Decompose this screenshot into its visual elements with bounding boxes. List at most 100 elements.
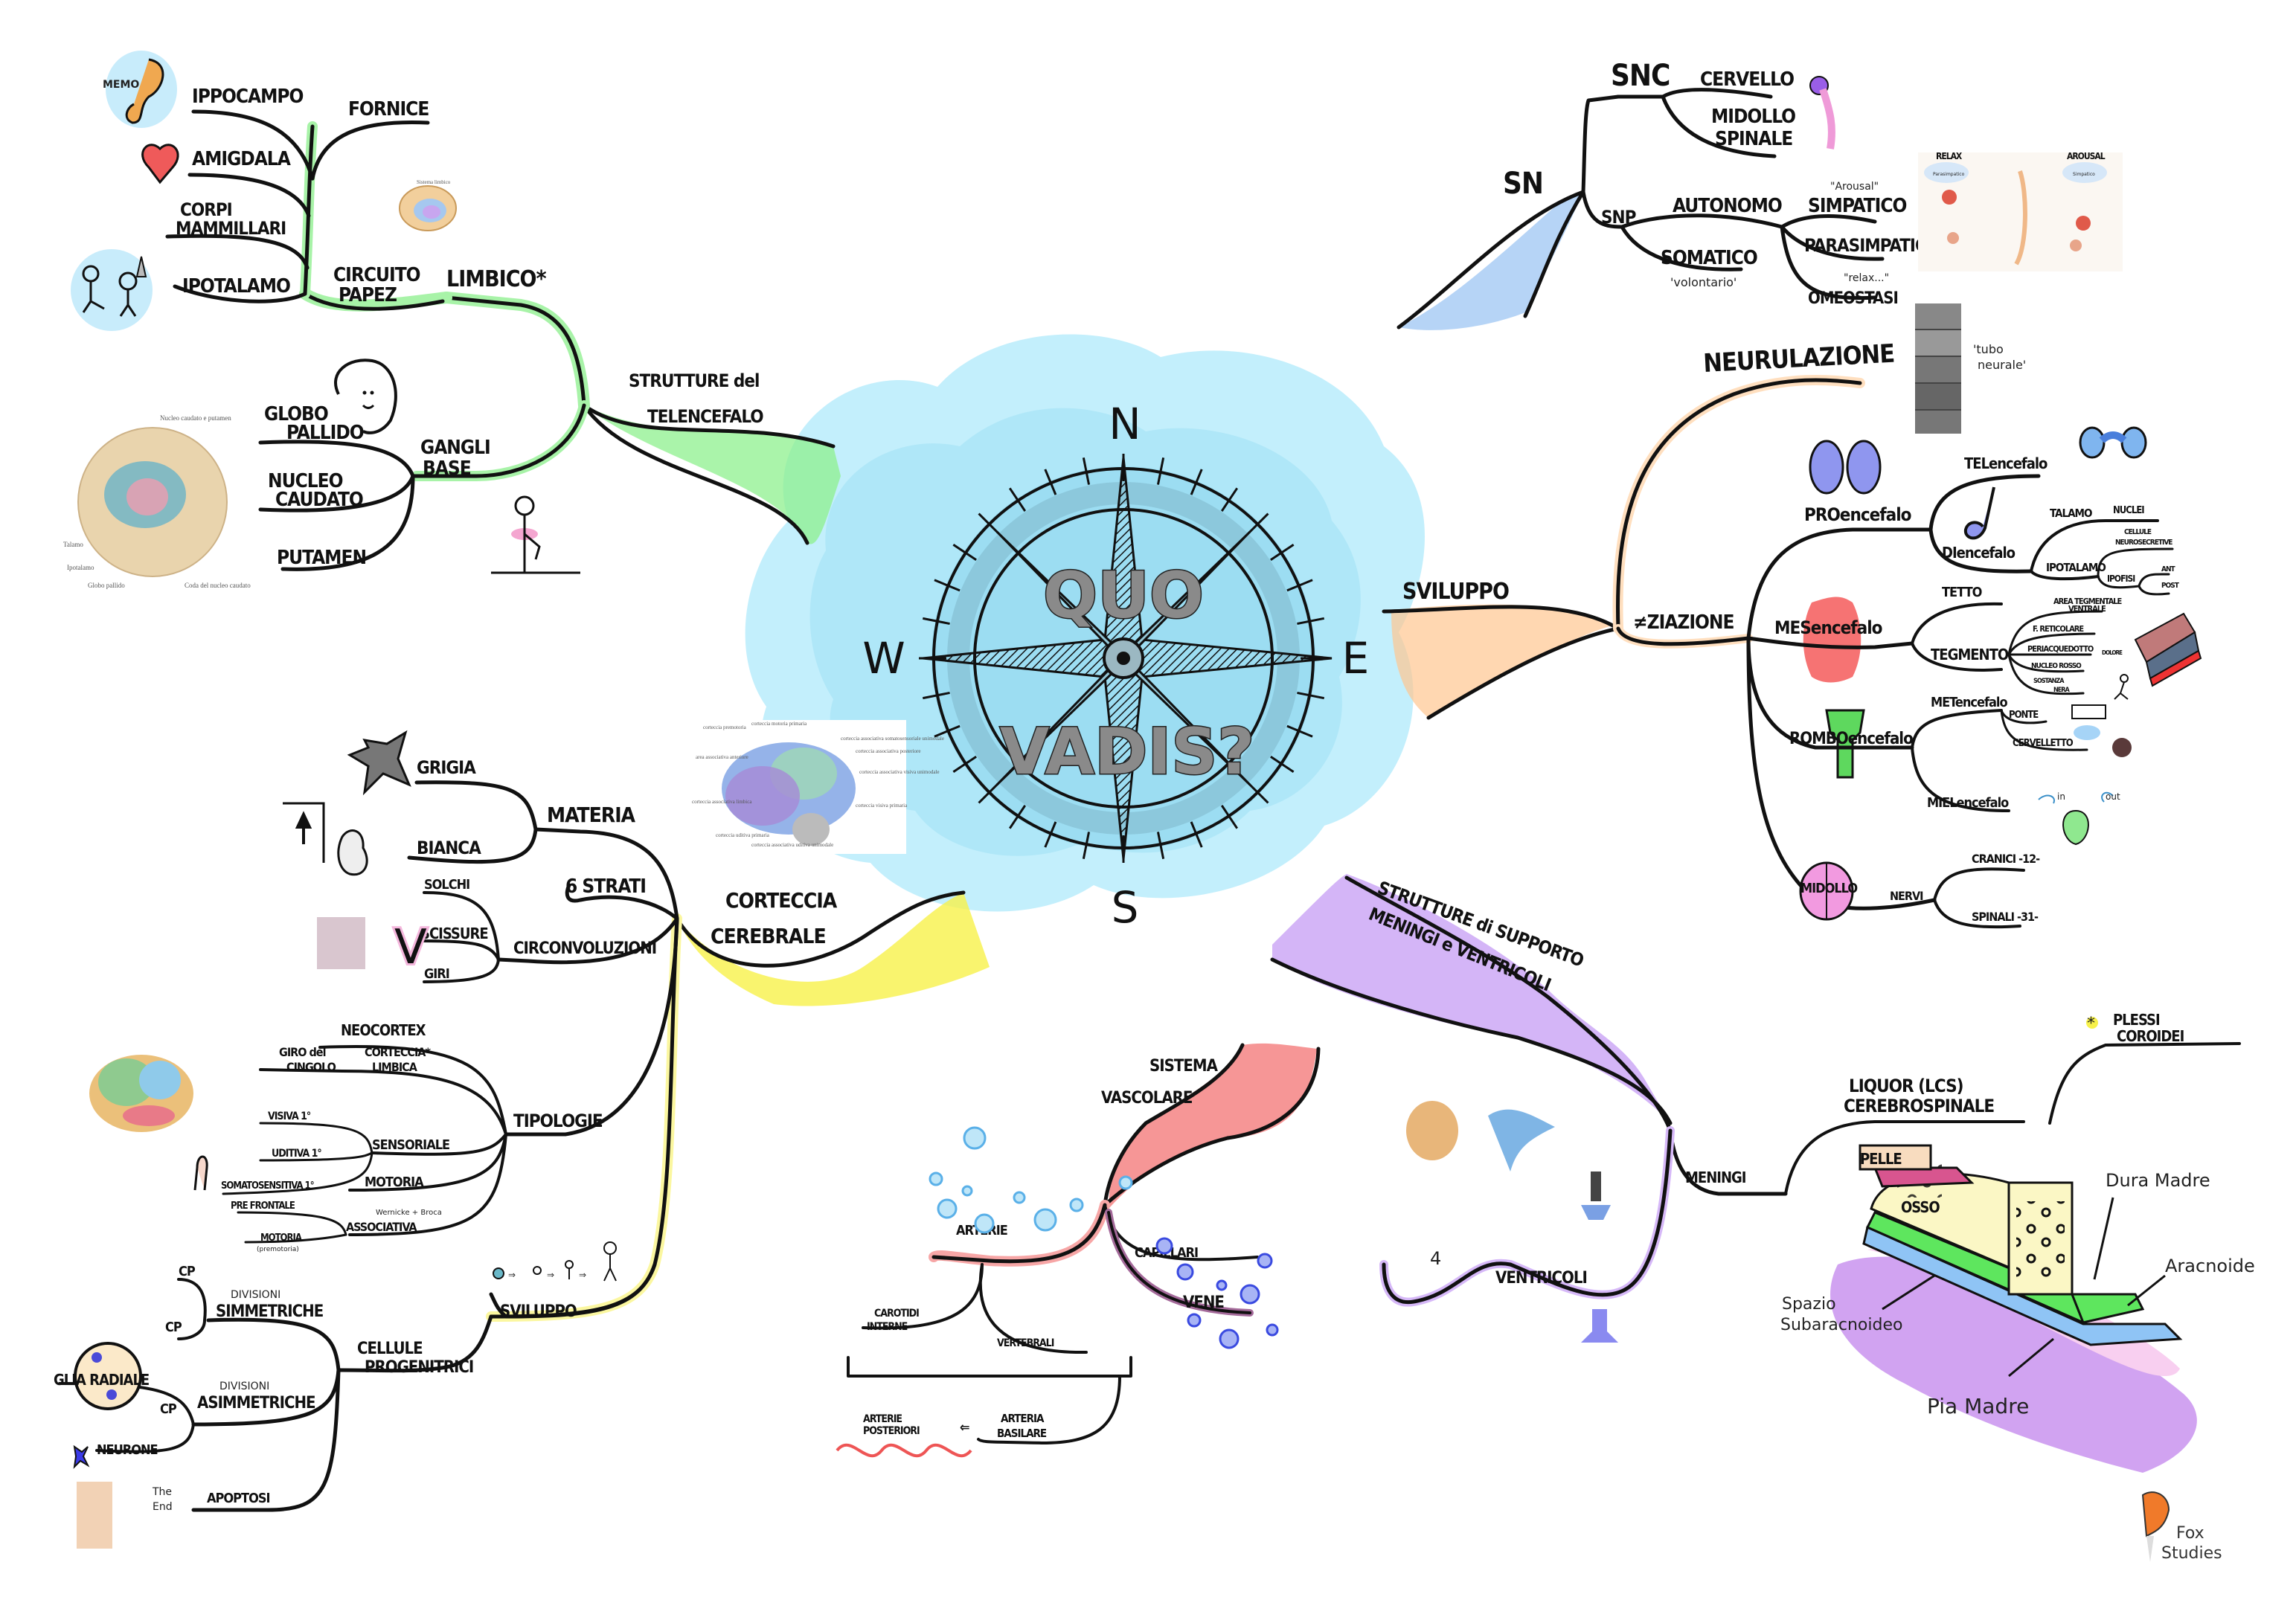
cortex-label-4: corteccia associativa posteriore — [856, 748, 920, 754]
label-pre-frontale: PRE FRONTALE — [231, 1201, 295, 1212]
compass-tick — [1270, 755, 1295, 774]
label-parasimpatico: PARASIMPATICO — [1804, 235, 1940, 256]
label-basilare: BASILARE — [997, 1427, 1047, 1440]
label-post: POST — [2161, 582, 2180, 590]
label-6-strati: 6 STRATI — [565, 875, 646, 898]
compass-ticks — [919, 454, 1328, 863]
compass-rose: QUO VADIS? N S E W — [862, 399, 1369, 933]
compass-west: W — [862, 633, 905, 684]
compass-tick — [1270, 543, 1295, 562]
helix-icon — [836, 1443, 972, 1458]
bubble — [1176, 1263, 1194, 1281]
label-neurale: neurale' — [1978, 358, 2026, 372]
label-vene: VENE — [1183, 1293, 1224, 1312]
label-arteria: ARTERIA — [1001, 1412, 1045, 1425]
label-liquor: LIQUOR (LCS) — [1849, 1076, 1963, 1096]
label-neocortex: NEOCORTEX — [341, 1021, 426, 1039]
label-neurulazione: NEURULAZIONE — [1702, 339, 1895, 379]
label-arterie-post-1: ARTERIE — [863, 1413, 902, 1425]
compass-tick — [922, 617, 950, 626]
label-ponte: PONTE — [2009, 710, 2039, 721]
label-diencefalo: DIencefalo — [1942, 544, 2016, 562]
neuron-icon — [73, 1444, 90, 1469]
label-bianca: BIANCA — [417, 838, 481, 858]
brand-line-1: Fox — [2176, 1524, 2204, 1543]
label-vascolare: VASCOLARE — [1101, 1089, 1193, 1108]
branch-sviluppo: SVILUPPO NEURULAZIONE 'tubo neurale' ≠ZI… — [1382, 303, 2202, 929]
bubble — [1219, 1328, 1240, 1349]
label-subaracnoideo: Subaracnoideo — [1780, 1316, 1902, 1334]
finger-icon — [193, 1155, 208, 1191]
branch-meningi: STRUTTURE di SUPPORTO MENINGI e VENTRICO… — [1270, 874, 2255, 1473]
label-omeostasi: OMEOSTASI — [1808, 289, 1898, 308]
label-pelle: PELLE — [1860, 1150, 1902, 1168]
label-metencefalo: METencefalo — [1931, 695, 2007, 710]
label-papez: PAPEZ — [339, 284, 397, 306]
label-spazio: Spazio — [1782, 1295, 1836, 1314]
proencephalon-icon — [1809, 440, 1882, 495]
meninges-layers-illustration — [1830, 1144, 2197, 1473]
brand-line-2: Studies — [2161, 1544, 2222, 1563]
label-limbico: LIMBICO* — [446, 266, 546, 292]
heart-icon — [141, 144, 179, 184]
mesencephalon-icon — [1803, 597, 1862, 683]
label-associativa: ASSOCIATIVA — [346, 1220, 417, 1234]
cortex-label-6: corteccia associativa visiva unimodale — [859, 769, 940, 775]
compass-tick — [1008, 487, 1027, 512]
label-ipotalamo-sub: IPOTALAMO — [2046, 561, 2106, 574]
label-out: out — [2106, 791, 2120, 802]
label-caudato: CAUDATO — [275, 489, 363, 511]
label-area-tegmentale: AREA TEGMENTALE — [2053, 597, 2123, 606]
compass-tick — [1286, 579, 1313, 592]
label-asimmetriche: ASIMMETRICHE — [197, 1394, 315, 1413]
label-mammillari: MAMMILLARI — [176, 218, 286, 239]
bubble — [1216, 1279, 1228, 1291]
compass-tick — [1220, 487, 1239, 512]
label-snc: SNC — [1611, 59, 1670, 93]
label-corteccia-limbica-2: LIMBICA — [372, 1060, 418, 1074]
basal-label-1: Nucleo caudato e putamen — [160, 414, 231, 422]
title-vadis: VADIS? — [1000, 715, 1255, 789]
grey-neuron-icon — [347, 730, 411, 796]
label-pia-madre: Pia Madre — [1927, 1394, 2029, 1418]
label-tipologie: TIPOLOGIE — [513, 1111, 603, 1131]
cerebellum-icon — [2112, 738, 2132, 757]
label-end: End — [153, 1501, 173, 1513]
label-cingolo: CINGOLO — [286, 1060, 336, 1074]
brain-lobes-image — [89, 1055, 193, 1132]
title-quo: QUO — [1043, 559, 1204, 633]
label-cp-2: CP — [165, 1320, 182, 1335]
bubble — [929, 1172, 943, 1186]
bridge-icon — [2071, 704, 2106, 719]
pain-bed-of-nails-icon — [2134, 612, 2202, 687]
label-sviluppo-branch: SVILUPPO — [1402, 579, 1509, 605]
compass-tick — [1248, 782, 1269, 804]
label-amigdala: AMIGDALA — [192, 148, 291, 170]
compass-tick — [1190, 821, 1203, 848]
cortex-label-9: corteccia uditiva primaria — [716, 832, 770, 838]
label-tegmento: TEGMENTO — [1931, 646, 2009, 663]
rhombencephalon-icon — [1825, 709, 1865, 779]
label-putamen: PUTAMEN — [277, 547, 366, 569]
branch-corteccia: CORTECCIA CEREBRALE MATERIA GRIGIA BIANC… — [54, 720, 990, 1549]
cortex-areas-image: corteccia premotoria corteccia motoria p… — [690, 720, 944, 854]
dancer-icon — [491, 495, 580, 574]
label-corpi: CORPI — [180, 199, 232, 220]
label-ventricoli: VENTRICOLI — [1495, 1269, 1587, 1288]
compass-tick — [1156, 832, 1165, 860]
label-nera: NERA — [2053, 687, 2071, 694]
label-arrow-left: ⇐ — [960, 1420, 969, 1436]
label-materia: MATERIA — [547, 803, 636, 827]
growth-sequence-icon: ⇒ ⇒ ⇒ — [493, 1241, 617, 1282]
ventricle-shape-icon — [1581, 1172, 1618, 1343]
label-somatosensitiva: SOMATOSENSITIVA 1° — [221, 1180, 314, 1192]
label-ipofisi: IPOFISI — [2107, 573, 2135, 584]
label-ippocampo: IPPOCAMPO — [192, 86, 304, 108]
label-nuclei: NUCLEI — [2113, 505, 2144, 516]
cortex-label-2: corteccia motoria primaria — [751, 721, 807, 727]
spinal-cord-icon — [1799, 861, 1854, 921]
neural-tube-image — [1915, 303, 1961, 434]
label-fornice: FORNICE — [348, 98, 429, 120]
label-in: in — [2057, 791, 2065, 802]
label-telencefalo-sub: TELencefalo — [1964, 454, 2048, 472]
